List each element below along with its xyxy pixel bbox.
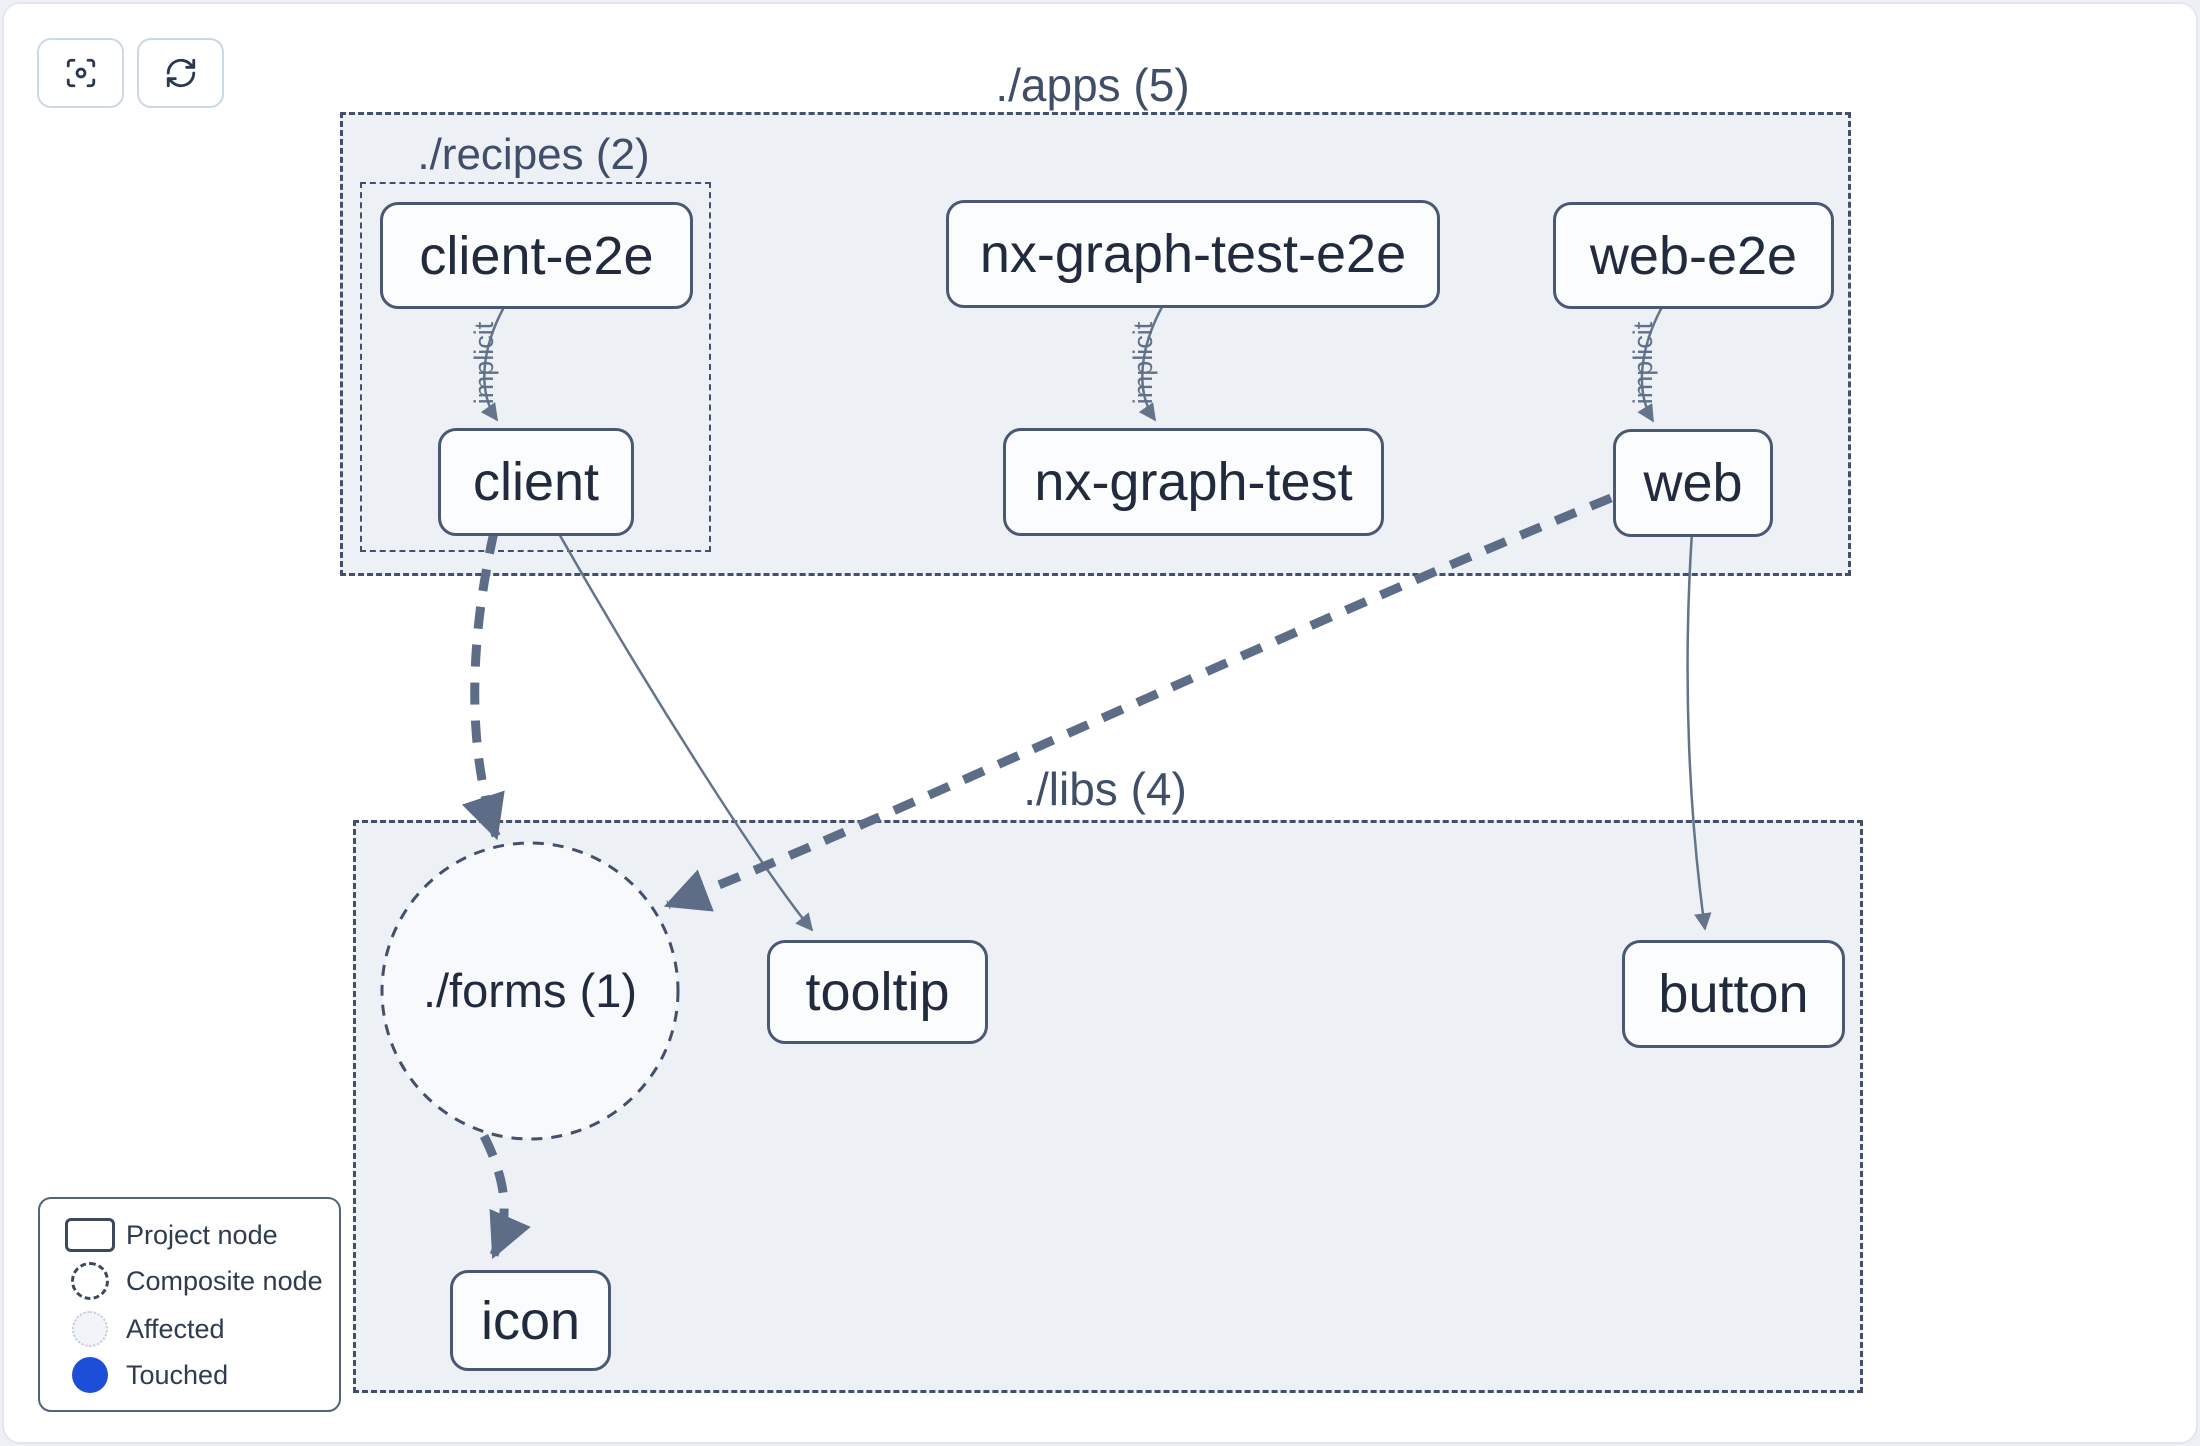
legend-item-touched: Touched	[40, 1355, 339, 1395]
composite-node-forms-label: ./forms (1)	[422, 964, 638, 1017]
edge-nx-graph-test-e2e-nx-graph-test	[1138, 306, 1164, 422]
legend-item-composite-node: Composite node	[40, 1261, 339, 1301]
node-button[interactable]: button	[1622, 940, 1845, 1048]
node-label: tooltip	[805, 962, 950, 1022]
focus-icon	[66, 58, 95, 88]
node-label: web	[1643, 453, 1743, 513]
edge-web-button	[1686, 531, 1712, 931]
node-tooltip[interactable]: tooltip	[767, 940, 988, 1044]
focus-mode-button[interactable]	[37, 38, 124, 108]
container-libs-label: ./libs (4)	[1023, 763, 1187, 815]
edge-label-implicit: implicit	[1128, 321, 1158, 405]
composite-node-forms[interactable]	[380, 841, 680, 1141]
node-label: nx-graph-test	[1034, 452, 1353, 512]
edge-label-implicit: implicit	[1628, 321, 1658, 405]
legend-item-project-node: Project node	[40, 1215, 339, 1255]
node-label: client-e2e	[419, 225, 654, 286]
node-web-e2e[interactable]: web-e2e	[1553, 202, 1834, 309]
project-node-swatch	[54, 1218, 126, 1252]
legend-label: Affected	[126, 1313, 225, 1344]
container-apps-label: ./apps (5)	[995, 59, 1190, 111]
edge-client-e2e-client	[480, 306, 506, 422]
legend: Project node Composite node Affected Tou…	[38, 1197, 341, 1412]
touched-swatch	[54, 1357, 126, 1393]
legend-label: Touched	[126, 1359, 229, 1390]
edge-client-tooltip	[556, 531, 814, 932]
edge-client-forms	[461, 531, 505, 841]
node-client-e2e[interactable]: client-e2e	[380, 202, 693, 309]
container-recipes-label: ./recipes (2)	[417, 130, 650, 179]
legend-label: Composite node	[126, 1265, 323, 1296]
node-client[interactable]: client	[438, 428, 634, 536]
refresh-icon	[166, 58, 195, 88]
edge-web-e2e-web	[1637, 306, 1664, 423]
refresh-button[interactable]	[137, 38, 224, 108]
node-label: icon	[480, 1290, 581, 1351]
node-label: button	[1658, 964, 1809, 1024]
node-label: web-e2e	[1589, 225, 1798, 286]
node-nx-graph-test-e2e[interactable]: nx-graph-test-e2e	[946, 200, 1440, 308]
edge-label-implicit: implicit	[469, 321, 499, 405]
affected-swatch	[54, 1311, 126, 1347]
node-icon[interactable]: icon	[450, 1270, 611, 1371]
legend-label: Project node	[126, 1219, 278, 1250]
edge-web-forms	[663, 493, 1613, 912]
node-nx-graph-test[interactable]: nx-graph-test	[1003, 428, 1384, 536]
node-label: client	[472, 452, 600, 512]
node-label: nx-graph-test-e2e	[979, 224, 1407, 284]
legend-item-affected: Affected	[40, 1309, 339, 1349]
composite-node-swatch	[54, 1262, 126, 1300]
node-web[interactable]: web	[1613, 429, 1773, 537]
edge-forms-icon	[479, 1133, 531, 1260]
